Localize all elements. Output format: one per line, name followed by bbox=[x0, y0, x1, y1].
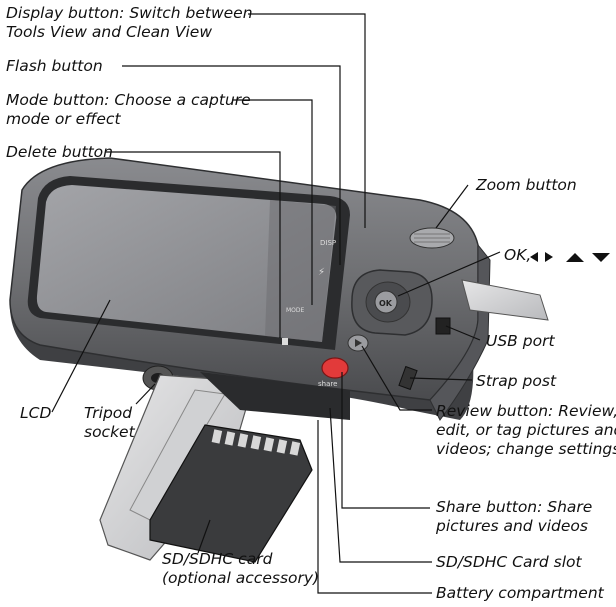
strap-post-label: Strap post bbox=[476, 372, 557, 390]
leader-lines bbox=[51, 13, 501, 594]
flash-button-label: Flash button bbox=[6, 57, 103, 75]
share-button-label: Share button: Share pictures and videos bbox=[436, 498, 593, 535]
ok-pad[interactable]: OK bbox=[351, 269, 433, 336]
display-button-label: Display button: Switch between Tools Vie… bbox=[6, 4, 253, 41]
arrow-left-icon bbox=[530, 252, 538, 262]
usb-port-label: USB port bbox=[486, 332, 555, 350]
delete-button-label: Delete button bbox=[6, 143, 113, 161]
ok-mark: OK bbox=[379, 299, 393, 308]
review-button-label: Review button: Review, edit, or tag pict… bbox=[436, 402, 616, 458]
mode-mark: MODE bbox=[286, 307, 305, 314]
disp-mark: DISP bbox=[320, 239, 336, 247]
arrow-down-icon bbox=[592, 253, 610, 262]
arrow-right-icon bbox=[545, 252, 553, 262]
arrow-up-icon bbox=[566, 253, 584, 262]
tripod-socket-label: Tripod socket bbox=[84, 404, 135, 441]
battery-compartment-label: Battery compartment bbox=[436, 584, 604, 602]
lcd-label: LCD bbox=[20, 404, 52, 422]
usb-port-door bbox=[435, 279, 549, 335]
strap-post bbox=[398, 365, 418, 391]
review-button[interactable] bbox=[347, 334, 369, 352]
mode-button-label: Mode button: Choose a capture mode or ef… bbox=[6, 91, 251, 128]
lcd-screen bbox=[27, 176, 350, 350]
sd-card bbox=[149, 424, 313, 563]
battery-compartment bbox=[200, 372, 350, 420]
share-mark: share bbox=[318, 380, 337, 388]
ok-label: OK, bbox=[504, 246, 532, 264]
svg-text:⚡: ⚡ bbox=[318, 267, 325, 278]
zoom-button-label: Zoom button bbox=[476, 176, 577, 194]
sd-slot-label: SD/SDHC Card slot bbox=[436, 553, 582, 571]
direction-arrows bbox=[530, 252, 610, 262]
side-buttons: DISP ⚡ MODE bbox=[282, 239, 336, 345]
zoom-button[interactable] bbox=[409, 227, 455, 249]
sd-card-label: SD/SDHC card (optional accessory) bbox=[162, 550, 320, 587]
